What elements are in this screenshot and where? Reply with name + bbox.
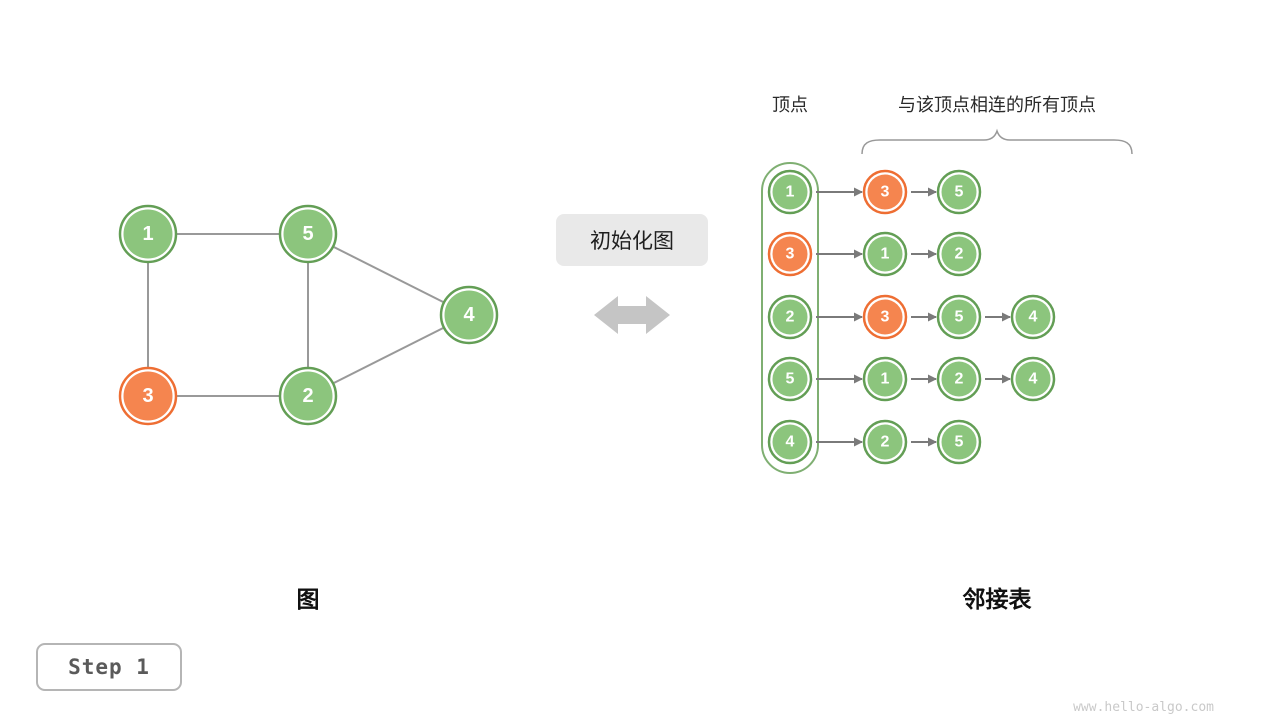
action-label-box: 初始化图 xyxy=(556,214,708,266)
adj-neighbor-4-2: 2 xyxy=(862,419,908,465)
adj-neighbor-5-1: 1 xyxy=(862,356,908,402)
node-value: 2 xyxy=(786,309,795,326)
double-arrow-icon xyxy=(594,296,670,334)
node-value: 1 xyxy=(881,371,890,388)
node-value: 3 xyxy=(881,184,890,201)
graph-edge-2-4 xyxy=(307,314,470,397)
adjacency-list-caption: 邻接表 xyxy=(962,586,1032,612)
node-value: 1 xyxy=(881,246,890,263)
neighbors-brace xyxy=(861,128,1133,155)
graph-node-2: 2 xyxy=(278,366,338,426)
adj-neighbor-3-2: 2 xyxy=(936,231,982,277)
adj-neighbor-5-2: 2 xyxy=(936,356,982,402)
node-value: 4 xyxy=(1029,309,1038,326)
adj-neighbor-2-5: 5 xyxy=(936,294,982,340)
vertex-column-header: 顶点 xyxy=(772,95,808,115)
adj-neighbor-1-3: 3 xyxy=(862,169,908,215)
graph-node-4: 4 xyxy=(439,285,499,345)
adj-neighbor-3-1: 1 xyxy=(862,231,908,277)
graph-edge-5-4 xyxy=(307,233,470,316)
node-value: 3 xyxy=(881,309,890,326)
action-label: 初始化图 xyxy=(590,230,674,253)
adj-neighbor-2-4: 4 xyxy=(1010,294,1056,340)
node-value: 2 xyxy=(881,434,890,451)
graph-caption: 图 xyxy=(296,586,320,612)
adj-neighbor-4-5: 5 xyxy=(936,419,982,465)
node-value: 2 xyxy=(955,371,964,388)
node-value: 5 xyxy=(302,223,313,245)
adj-vertex-1: 1 xyxy=(767,169,813,215)
adj-neighbor-5-4: 4 xyxy=(1010,356,1056,402)
watermark: www.hello-algo.com xyxy=(1073,700,1214,715)
node-value: 1 xyxy=(142,223,153,245)
adj-vertex-3: 3 xyxy=(767,231,813,277)
node-value: 5 xyxy=(786,371,795,388)
adj-vertex-5: 5 xyxy=(767,356,813,402)
graph-node-1: 1 xyxy=(118,204,178,264)
step-indicator: Step 1 xyxy=(36,643,182,691)
adj-vertex-2: 2 xyxy=(767,294,813,340)
node-value: 2 xyxy=(302,385,313,407)
adj-neighbor-2-3: 3 xyxy=(862,294,908,340)
node-value: 4 xyxy=(1029,371,1038,388)
graph-node-5: 5 xyxy=(278,204,338,264)
node-value: 3 xyxy=(142,385,153,407)
node-value: 4 xyxy=(786,434,795,451)
adj-neighbor-1-5: 5 xyxy=(936,169,982,215)
node-value: 5 xyxy=(955,434,964,451)
neighbors-column-header: 与该顶点相连的所有顶点 xyxy=(898,95,1096,115)
graph-node-3: 3 xyxy=(118,366,178,426)
node-value: 4 xyxy=(463,304,475,326)
node-value: 5 xyxy=(955,184,964,201)
node-value: 2 xyxy=(955,246,964,263)
node-value: 3 xyxy=(786,246,795,263)
node-value: 1 xyxy=(786,184,795,201)
step-label: Step 1 xyxy=(68,655,150,679)
adj-vertex-4: 4 xyxy=(767,419,813,465)
node-value: 5 xyxy=(955,309,964,326)
